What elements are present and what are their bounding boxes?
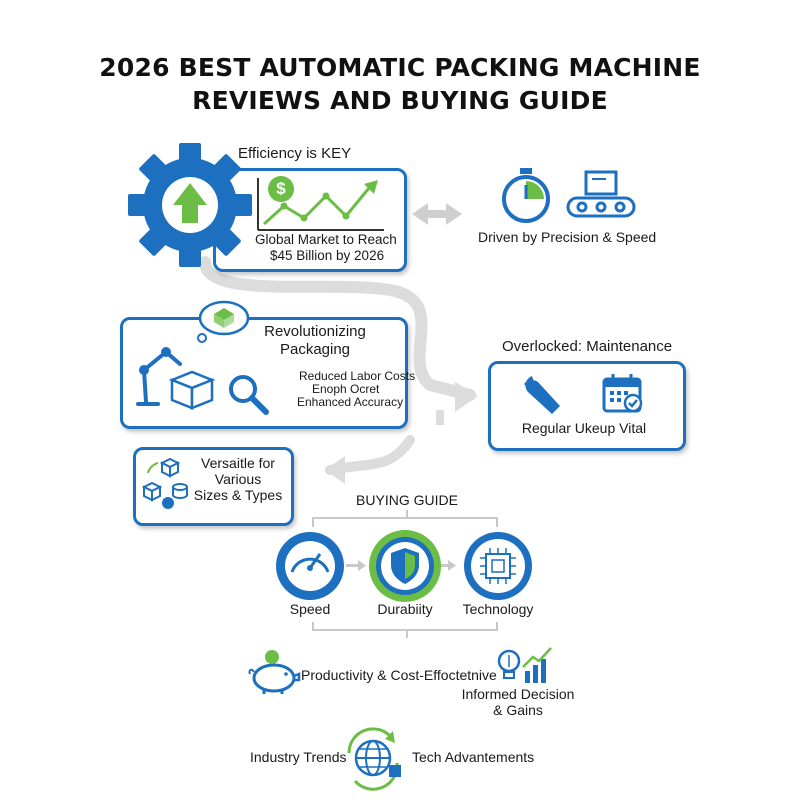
buying-guide-heading: BUYING GUIDE (356, 492, 458, 508)
shield-check-icon (369, 530, 441, 602)
maintenance-label: Regular Ukeup Vital (521, 420, 647, 436)
stopwatch-icon (502, 168, 550, 223)
dollar-icon: $ (268, 176, 294, 202)
guide-item-label: Durabiity (377, 601, 433, 617)
speedometer-icon (276, 532, 344, 600)
guide-item-label: Technology (462, 601, 534, 617)
revolution-heading-1: Revolutionizing (264, 323, 366, 340)
market-line-2: $45 Billion by 2026 (270, 248, 385, 263)
double-arrow-icon (412, 203, 462, 225)
market-line-1: Global Market to Reach (255, 232, 397, 247)
calendar-check-icon (602, 374, 643, 413)
decision-line-1: Informed Decision (461, 686, 575, 702)
decision-line-2: & Gains (493, 702, 543, 718)
revolution-heading-2: Packaging (279, 341, 351, 358)
microchip-icon (464, 532, 532, 600)
bulb-chart-icon (497, 647, 552, 683)
footer-right-label: Tech Advantements (412, 749, 535, 765)
maintenance-box (488, 361, 686, 451)
thought-bubble-icon (197, 300, 250, 343)
gear-upload-icon (128, 143, 252, 267)
globe-chip-icon (347, 727, 401, 791)
guide-item-label: Speed (289, 601, 331, 617)
piggy-bank-icon (248, 650, 301, 694)
benefit-item: Enhanced Accuracy (297, 395, 404, 409)
versatile-line-2: Various (214, 471, 262, 487)
shapes-cycle-icon (141, 457, 188, 509)
productivity-label: Productivity & Cost-Effoctetnive (301, 667, 497, 683)
growth-chart-icon (257, 178, 384, 231)
benefit-item: Reduced Labor Costs (299, 369, 416, 383)
robot-arm-box-icon (136, 347, 216, 410)
guide-arrow-right-2 (436, 560, 456, 571)
benefit-item: Enoph Ocret (312, 382, 380, 396)
efficiency-heading: Efficiency is KEY (238, 145, 352, 162)
page-subtitle: REVIEWS AND BUYING GUIDE (192, 86, 608, 115)
versatile-line-1: Versaitle for (201, 455, 275, 471)
precision-label: Driven by Precision & Speed (478, 229, 657, 245)
wrench-icon (524, 376, 560, 414)
footer-left-label: Industry Trends (250, 749, 347, 765)
conveyor-icon (566, 170, 636, 218)
magnifier-icon (229, 375, 269, 415)
versatile-line-3: Sizes & Types (193, 487, 283, 503)
maintenance-heading: Overlocked: Maintenance (502, 338, 673, 355)
guide-arrow-right-1 (346, 560, 366, 571)
page-title: 2026 BEST AUTOMATIC PACKING MACHINE (99, 53, 701, 82)
